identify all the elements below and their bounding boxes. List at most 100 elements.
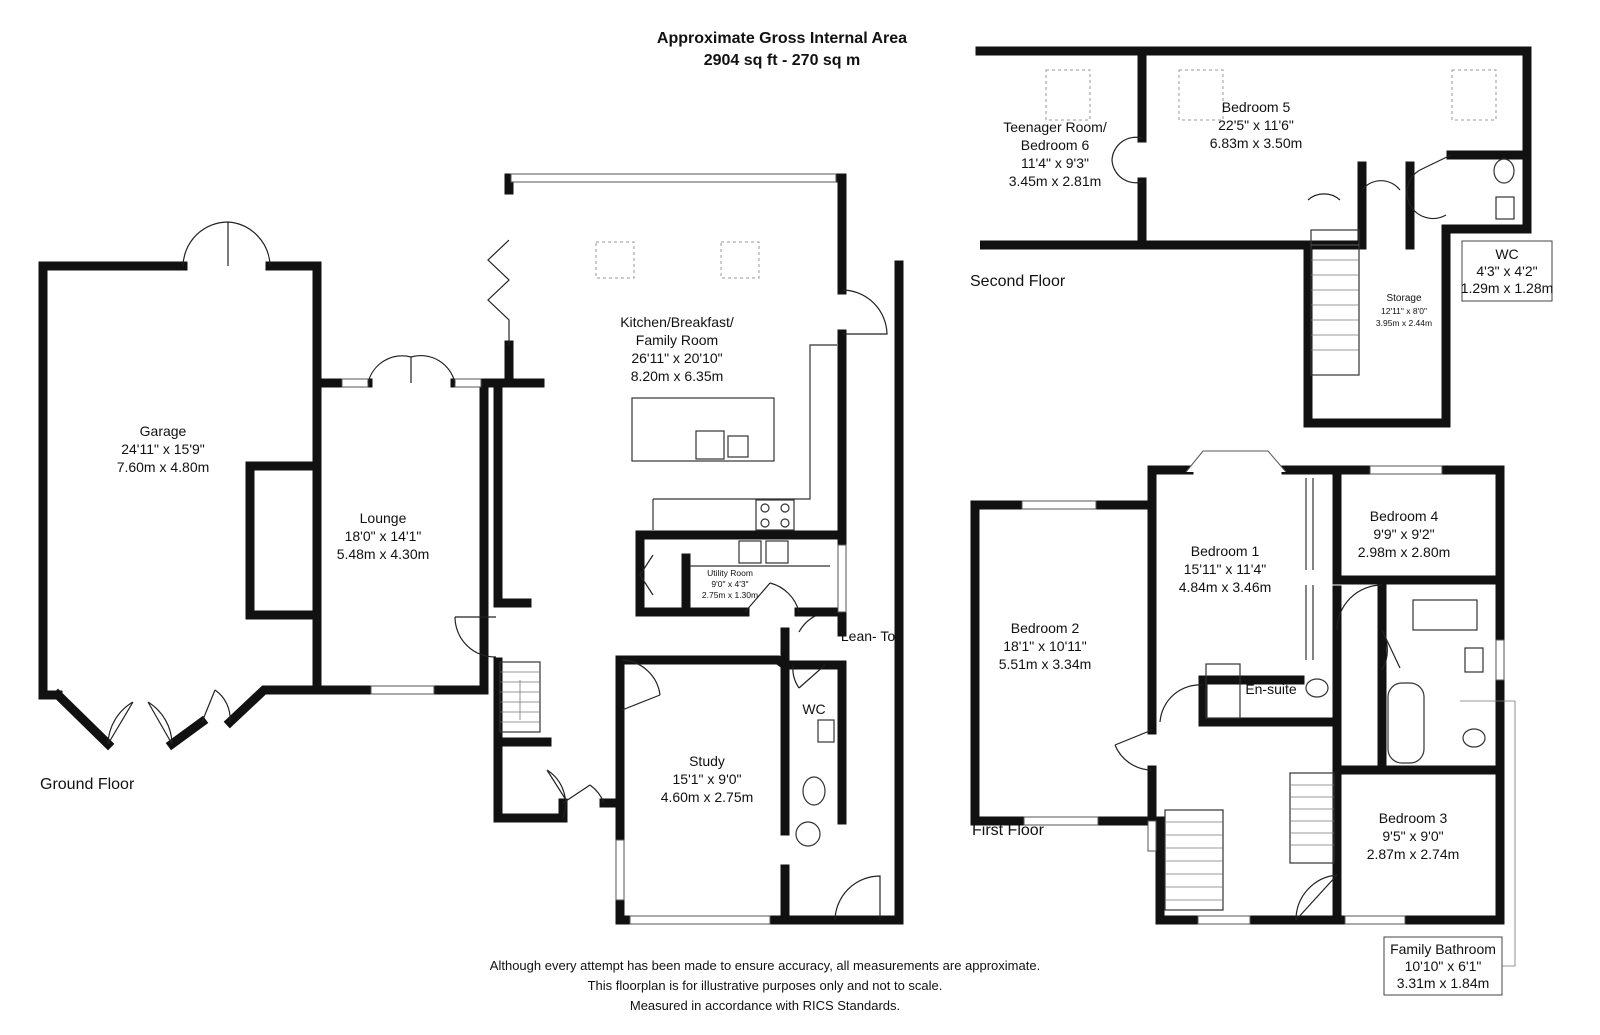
skylight-5 — [1451, 69, 1497, 121]
bathroom-metric: 3.31m x 1.84m — [1397, 975, 1490, 991]
teenager-imperial: 11'4" x 9'3" — [1021, 155, 1089, 171]
kitchen-rear-windows — [510, 173, 837, 183]
bedroom4-window — [1369, 465, 1443, 475]
teenager-door — [1111, 136, 1143, 184]
lean-to-label: Lean- To — [841, 628, 895, 644]
wardrobes — [1305, 478, 1314, 660]
bedroom1-bay-window — [1185, 450, 1287, 473]
garage-label: Garage — [140, 423, 187, 439]
skylight-4 — [1178, 69, 1224, 121]
kitchen-worktop — [652, 344, 837, 530]
bedroom3-door — [1295, 874, 1338, 921]
kitchen-label-2: Family Room — [636, 332, 718, 348]
bedroom2-imperial: 18'1" x 10'11" — [1003, 638, 1087, 654]
garage-front-doors — [182, 221, 271, 267]
garage-walls — [38, 261, 347, 751]
bedroom1-imperial: 15'11" x 11'4" — [1184, 561, 1267, 577]
disclaimer-line-1: Although every attempt has been made to … — [490, 958, 1040, 973]
wc-toilet-icon — [802, 776, 826, 806]
landing-window — [1197, 915, 1251, 925]
study-imperial: 15'1" x 9'0" — [673, 771, 742, 787]
study-metric: 4.60m x 2.75m — [661, 789, 754, 805]
bathroom-leader-line — [1460, 700, 1516, 967]
wc-ground-label: WC — [802, 701, 825, 717]
bedroom2-window-rear — [1021, 500, 1097, 510]
teenager-label-1: Teenager Room/ — [1003, 119, 1107, 135]
wc-second-metric: 1.29m x 1.28m — [1461, 280, 1554, 296]
utility-sink-icon — [738, 540, 762, 564]
bedroom2-door — [1114, 729, 1153, 771]
ground-floor-plan — [38, 173, 904, 925]
utility-walls — [635, 530, 847, 617]
lounge-hall-door — [454, 616, 497, 658]
cloak-door — [546, 769, 567, 819]
kitchen-imperial: 26'11" x 20'10" — [631, 350, 722, 366]
first-floor-title: First Floor — [972, 822, 1045, 839]
staircase-first — [1164, 772, 1335, 911]
bedroom4-imperial: 9'9" x 9'2" — [1373, 526, 1434, 542]
hall-walls — [493, 378, 792, 925]
bedroom2-metric: 5.51m x 3.34m — [999, 656, 1092, 672]
storage-imperial: 12'11" x 8'0" — [1381, 306, 1427, 316]
garage-side-doors — [107, 701, 173, 745]
area-title: Approximate Gross Internal Area — [657, 30, 907, 47]
second-floor-plan — [975, 46, 1532, 428]
bedroom2-label: Bedroom 2 — [1011, 620, 1080, 636]
teenager-label-2: Bedroom 6 — [1021, 137, 1090, 153]
bathroom-window — [1495, 639, 1505, 681]
bathroom-shower-icon — [1412, 599, 1478, 631]
garage-metric: 7.60m x 4.80m — [117, 459, 210, 475]
storage-doors — [1307, 180, 1401, 201]
ground-floor-labels: Garage 24'11" x 15'9" 7.60m x 4.80m Loun… — [40, 314, 895, 805]
hob-icon — [755, 499, 795, 531]
disclaimer-line-3: Measured in accordance with RICS Standar… — [630, 998, 900, 1013]
lean-to-walls — [780, 260, 904, 925]
lounge-metric: 5.48m x 4.30m — [337, 546, 430, 562]
garage-imperial: 24'11" x 15'9" — [121, 441, 205, 457]
bedroom1-label: Bedroom 1 — [1191, 543, 1260, 559]
wc-second-imperial: 4'3" x 4'2" — [1476, 263, 1537, 279]
boiler-icon — [795, 821, 821, 847]
bathroom-toilet-icon — [1462, 728, 1486, 748]
lounge-window-right — [454, 378, 482, 388]
study-window-front — [629, 915, 771, 925]
first-floor-plan — [970, 450, 1505, 925]
bedroom2-window-front — [1023, 816, 1099, 826]
skylight-1 — [595, 241, 635, 279]
bathroom-label: Family Bathroom — [1390, 941, 1496, 957]
sink-bowl-1-icon — [695, 430, 725, 460]
wc-second-toilet-icon — [1493, 158, 1515, 184]
teenager-metric: 3.45m x 2.81m — [1009, 173, 1102, 189]
ensuite-toilet-icon — [1305, 678, 1329, 698]
bathroom-imperial: 10'10" x 6'1" — [1405, 958, 1482, 974]
kitchen-label-1: Kitchen/Breakfast/ — [620, 314, 734, 330]
staircase-ground — [499, 661, 541, 733]
wc-second-label: WC — [1495, 246, 1518, 262]
kitchen-walls — [493, 173, 847, 608]
study-label: Study — [689, 753, 725, 769]
lounge-window-front — [370, 685, 435, 695]
lounge-french-doors — [367, 354, 456, 384]
bedroom3-label: Bedroom 3 — [1379, 810, 1448, 826]
utility-door — [744, 582, 800, 613]
bedroom3-metric: 2.87m x 2.74m — [1367, 846, 1460, 862]
bathroom-basin-icon — [1464, 647, 1484, 673]
lounge-label: Lounge — [360, 510, 407, 526]
utility-metric: 2.75m x 1.30m — [702, 590, 758, 600]
lounge-window-left — [341, 378, 369, 388]
bedroom1-metric: 4.84m x 3.46m — [1179, 579, 1272, 595]
utility-label: Utility Room — [707, 568, 753, 578]
bedroom3-window — [1344, 915, 1406, 925]
utility-window — [837, 544, 847, 613]
first-floor-labels: Bedroom 2 18'1" x 10'11" 5.51m x 3.34m B… — [972, 508, 1516, 996]
study-window-side — [615, 839, 625, 901]
lean-to-rear-door — [841, 289, 888, 335]
utility-imperial: 9'0" x 4'3" — [711, 579, 748, 589]
utility-sink-2-icon — [765, 540, 789, 564]
wc-second-basin-icon — [1495, 196, 1515, 220]
skylight-3 — [1045, 69, 1091, 121]
ensuite-shower-icon — [1205, 663, 1241, 719]
sink-bowl-2-icon — [727, 435, 749, 458]
bedroom1-door — [1159, 684, 1204, 723]
kitchen-metric: 8.20m x 6.35m — [631, 368, 724, 384]
